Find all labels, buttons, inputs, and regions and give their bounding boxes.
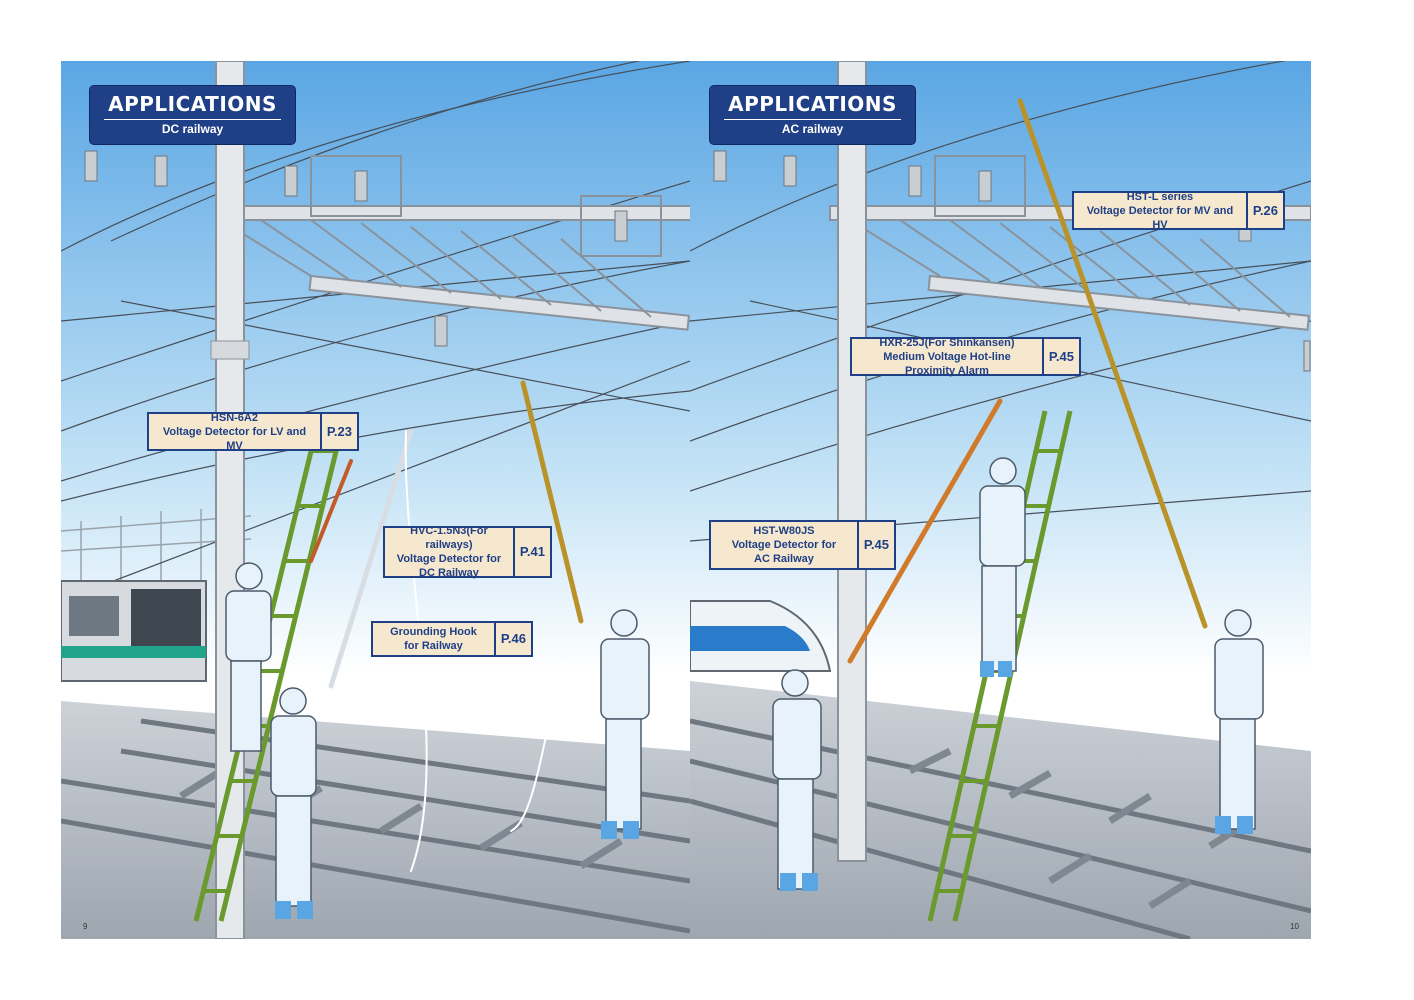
callout-description-line1: Voltage Detector for bbox=[731, 539, 837, 551]
callout-page-ref: P.45 bbox=[1041, 339, 1079, 374]
page-header: APPLICATIONS DC railway bbox=[90, 86, 295, 144]
right-page-ac-railway: APPLICATIONS AC railway HST-L series Vol… bbox=[690, 61, 1311, 939]
header-rule bbox=[724, 119, 901, 120]
header-title: APPLICATIONS bbox=[108, 92, 277, 116]
callout-description-line2: DC Railway bbox=[419, 567, 479, 579]
callout-description-line2: AC Railway bbox=[754, 553, 814, 565]
callout-page-ref: P.45 bbox=[856, 522, 894, 568]
workers bbox=[225, 562, 650, 907]
workers bbox=[772, 457, 1264, 890]
callout-hsn-6a2: HSN-6A2 Voltage Detector for LV and MV P… bbox=[147, 411, 359, 452]
callout-model: HXR-25J(For Shinkansen) bbox=[879, 336, 1015, 349]
ac-railway-illustration bbox=[690, 61, 1311, 939]
header-title: APPLICATIONS bbox=[728, 92, 897, 116]
callout-hvc-1-5n3: HVC-1.5N3(For railways) Voltage Detector… bbox=[383, 525, 552, 579]
callout-model: HSN-6A2 bbox=[210, 411, 258, 424]
callout-hst-w80js: HST-W80JS Voltage Detector for AC Railwa… bbox=[709, 520, 896, 570]
callout-page-ref: P.46 bbox=[493, 623, 531, 655]
callout-model: HVC-1.5N3(For railways) bbox=[410, 525, 488, 551]
dc-railway-illustration bbox=[61, 61, 690, 939]
left-page-dc-railway: APPLICATIONS DC railway HSN-6A2 Voltage … bbox=[61, 61, 690, 939]
header-subtitle: DC railway bbox=[161, 122, 224, 136]
page-number: 9 bbox=[83, 922, 88, 931]
callout-description-line1: Voltage Detector for bbox=[396, 553, 502, 565]
callout-model: HST-L series bbox=[1126, 190, 1194, 203]
page-header: APPLICATIONS AC railway bbox=[710, 86, 915, 144]
callout-page-ref: P.23 bbox=[319, 414, 357, 449]
callout-hst-l-series: HST-L series Voltage Detector for MV and… bbox=[1072, 190, 1285, 231]
callout-description: for Railway bbox=[404, 640, 463, 652]
callout-page-ref: P.41 bbox=[512, 528, 550, 576]
commuter-train bbox=[61, 580, 207, 682]
callout-description: Voltage Detector for MV and HV bbox=[1086, 204, 1234, 231]
callout-description: Medium Voltage Hot-line Proximity Alarm bbox=[883, 350, 1011, 377]
callout-hxr-25j: HXR-25J(For Shinkansen) Medium Voltage H… bbox=[850, 336, 1081, 377]
header-subtitle: AC railway bbox=[781, 122, 844, 136]
page-number: 10 bbox=[1290, 922, 1299, 931]
callout-grounding-hook: Grounding Hook for Railway P.46 bbox=[371, 621, 533, 657]
callout-page-ref: P.26 bbox=[1245, 193, 1283, 228]
callout-model: Grounding Hook bbox=[390, 626, 477, 638]
shinkansen-train bbox=[690, 600, 832, 672]
callout-model: HST-W80JS bbox=[753, 525, 815, 537]
header-rule bbox=[104, 119, 281, 120]
callout-description: Voltage Detector for LV and MV bbox=[162, 425, 307, 452]
